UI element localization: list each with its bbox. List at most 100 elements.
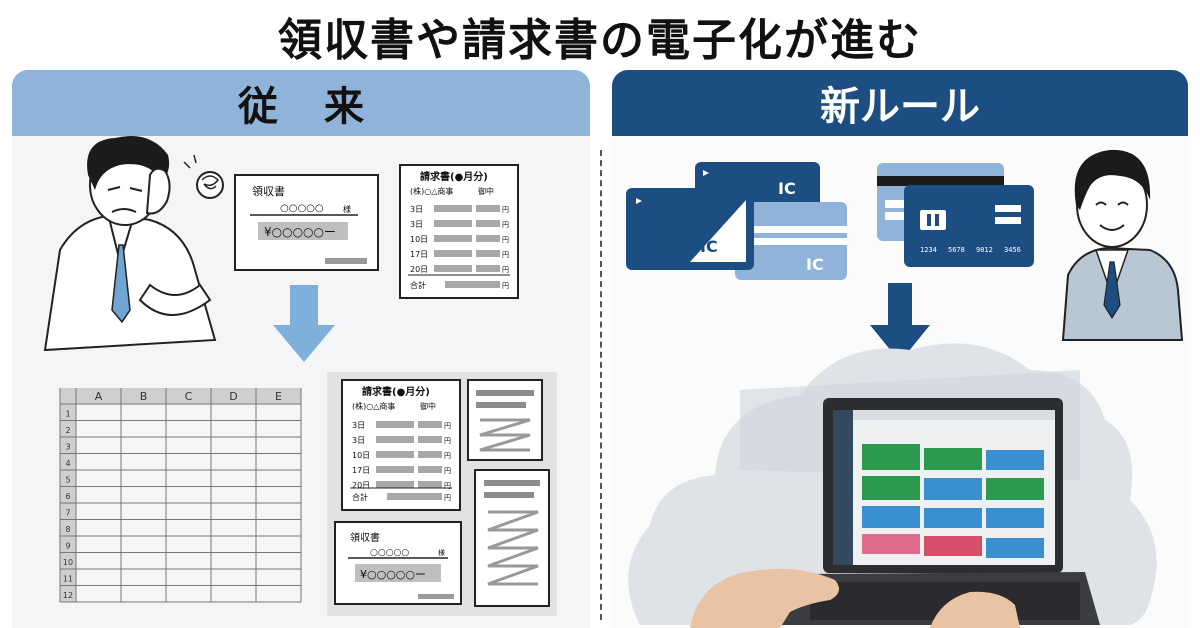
invoice2-row-date: 20日 xyxy=(352,481,370,490)
invoice-row-bar xyxy=(434,265,472,272)
sheet-column-header: A xyxy=(95,390,103,403)
invoice-total-label: 合計 xyxy=(410,280,426,290)
card-number-group: 1234 xyxy=(920,246,937,254)
receipt2-suffix: 様 xyxy=(438,548,445,557)
ic-cards: IC IC IC xyxy=(626,162,847,280)
invoice-row-unit: 円 xyxy=(502,266,509,274)
credit-cards: 1234 5678 9012 3456 xyxy=(877,163,1034,267)
section-header-conventional-label: 従来 xyxy=(238,84,410,130)
invoice-row-date: 17日 xyxy=(410,250,428,259)
invoice2-row-bar xyxy=(376,481,414,488)
receipt-addressee: ○○○○○ xyxy=(280,203,324,214)
section-divider xyxy=(600,150,602,620)
invoice2-row-date: 3日 xyxy=(352,436,365,445)
invoice2-company: (株)○△商事 xyxy=(352,401,395,411)
invoice2-title: 請求書(●月分) xyxy=(362,385,430,398)
down-arrow-conventional xyxy=(273,285,335,362)
sheet-header-bg xyxy=(60,388,301,404)
section-header-new-rule-label: 新ルール xyxy=(820,84,980,130)
invoice-total-unit: 円 xyxy=(502,282,509,290)
invoice-row-unit: 円 xyxy=(502,236,509,244)
card-number-group: 3456 xyxy=(1004,246,1021,254)
sheet-rownum-bg xyxy=(60,388,76,602)
sheet-column-header: E xyxy=(275,390,282,403)
receipt2-title: 領収書 xyxy=(350,531,380,544)
laptop xyxy=(690,370,1100,628)
invoice2-total-label: 合計 xyxy=(352,492,368,502)
invoice-row-unit: 円 xyxy=(502,251,509,259)
invoice-row-amount xyxy=(476,205,500,212)
invoice-row-unit: 円 xyxy=(502,221,509,229)
invoice2-total-unit: 円 xyxy=(444,494,451,502)
invoice-row-amount xyxy=(476,250,500,257)
invoice2-row-unit: 円 xyxy=(444,452,451,460)
invoice-row-date: 10日 xyxy=(410,235,428,244)
dashboard-tiles xyxy=(862,444,1044,558)
invoice2-row-amount xyxy=(418,466,442,473)
ic-card-back-label: IC xyxy=(778,179,796,198)
sheet-row-number: 10 xyxy=(63,558,73,567)
receipt-title: 領収書 xyxy=(252,184,285,198)
ic-card-light-label: IC xyxy=(806,255,824,274)
sheet-row-number: 3 xyxy=(65,443,70,452)
page-title: 領収書や請求書の電子化が進む xyxy=(278,15,922,66)
sheet-row-number: 1 xyxy=(65,410,70,419)
ic-card-front-label: IC xyxy=(700,237,718,256)
invoice2-row-amount xyxy=(418,421,442,428)
digitized-documents: 請求書(●月分) (株)○△商事 御中 3日円3日円10日円17日円20日円 合… xyxy=(327,372,557,616)
invoice2-row-bar xyxy=(376,436,414,443)
invoice2-row-unit: 円 xyxy=(444,467,451,475)
invoice-row-bar xyxy=(434,250,472,257)
invoice-row-bar xyxy=(434,205,472,212)
sheet-row-number: 2 xyxy=(65,426,70,435)
invoice-row-amount xyxy=(476,235,500,242)
sheet-column-header: B xyxy=(140,390,148,403)
sheet-row-number: 12 xyxy=(63,591,73,600)
invoice2-row-date: 10日 xyxy=(352,451,370,460)
invoice-row-amount xyxy=(476,220,500,227)
invoice2-row-bar xyxy=(376,451,414,458)
invoice-company: (株)○△商事 xyxy=(410,186,453,196)
receipt2-addressee: ○○○○○ xyxy=(370,548,409,558)
receipt-document: 領収書 ○○○○○ 様 ¥○○○○○ー xyxy=(234,174,379,271)
sheet-row-number: 7 xyxy=(65,509,70,518)
invoice-row-bar xyxy=(434,220,472,227)
receipt-suffix: 様 xyxy=(343,204,351,214)
invoice-row-unit: 円 xyxy=(502,206,509,214)
invoice2-row-amount xyxy=(418,436,442,443)
sheet-column-header: D xyxy=(229,390,237,403)
happy-man-illustration xyxy=(1061,149,1184,341)
sheet-row-number: 8 xyxy=(65,525,70,534)
card-number-group: 5678 xyxy=(948,246,965,254)
sheet-column-header: C xyxy=(185,390,193,403)
invoice-document: 請求書(●月分) (株)○△商事 御中 3日円3日円10日円17日円20日円 合… xyxy=(399,164,519,299)
sheet-row-number: 11 xyxy=(63,575,73,584)
invoice-row-amount xyxy=(476,265,500,272)
down-arrow-new-rule xyxy=(870,283,930,362)
invoice2-row-unit: 円 xyxy=(444,437,451,445)
invoice2-row-bar xyxy=(376,466,414,473)
section-header-new-rule: 新ルール xyxy=(612,70,1188,136)
invoice2-row-date: 3日 xyxy=(352,421,365,430)
invoice2-row-unit: 円 xyxy=(444,422,451,430)
receipt-amount: ¥○○○○○ー xyxy=(264,225,336,239)
sheet-row-number: 6 xyxy=(65,492,70,501)
invoice-row-date: 20日 xyxy=(410,265,428,274)
card-number-group: 9012 xyxy=(976,246,993,254)
invoice-row-bar xyxy=(434,235,472,242)
section-header-conventional: 従来 xyxy=(12,70,590,136)
sheet-row-number: 5 xyxy=(65,476,70,485)
invoice-row-date: 3日 xyxy=(410,205,423,214)
sheet-row-number: 9 xyxy=(65,542,70,551)
sheet-row-number: 4 xyxy=(65,459,70,468)
troubled-man-illustration xyxy=(43,136,224,352)
invoice2-row-unit: 円 xyxy=(444,482,451,490)
invoice2-row-amount xyxy=(418,481,442,488)
invoice-honorific: 御中 xyxy=(478,186,494,196)
invoice2-row-amount xyxy=(418,451,442,458)
invoice2-row-bar xyxy=(376,421,414,428)
invoice2-row-date: 17日 xyxy=(352,466,370,475)
invoice-title: 請求書(●月分) xyxy=(420,170,488,183)
